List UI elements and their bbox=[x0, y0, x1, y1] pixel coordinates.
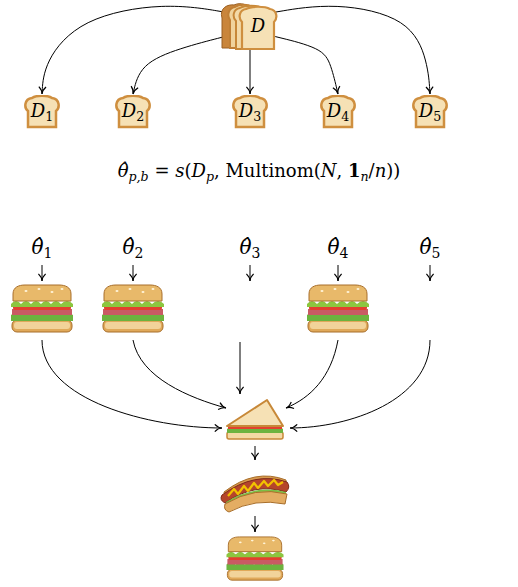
node-label: D3 bbox=[239, 100, 261, 124]
text-run: 4 bbox=[340, 245, 349, 261]
text-run: θ̂ bbox=[123, 235, 135, 259]
arrow bbox=[286, 340, 338, 408]
bread-slice: D5 bbox=[411, 95, 449, 129]
sandwich bbox=[226, 537, 283, 580]
sandwich bbox=[11, 285, 73, 332]
split-arrow bbox=[250, 50, 251, 94]
bread-slice: D4 bbox=[319, 95, 357, 129]
text-run: 5 bbox=[432, 245, 441, 261]
bread-slice: D3 bbox=[231, 95, 269, 129]
arrow bbox=[290, 340, 430, 428]
node-label: D bbox=[251, 15, 265, 37]
arrow bbox=[250, 265, 251, 281]
arrow bbox=[255, 446, 256, 460]
text-run: n bbox=[375, 160, 387, 181]
text-run: D bbox=[191, 160, 205, 181]
bread-slice: D2 bbox=[114, 95, 152, 129]
text-run: θ̂ bbox=[32, 235, 44, 259]
text-run: D bbox=[419, 100, 433, 121]
text-run: 1 bbox=[348, 160, 361, 181]
arrow bbox=[133, 265, 134, 281]
text-run: = bbox=[149, 160, 176, 181]
loaf-outline bbox=[220, 2, 280, 50]
text-run: D bbox=[327, 100, 341, 121]
text-run: 2 bbox=[135, 245, 144, 261]
text-run: p bbox=[206, 169, 214, 184]
text-run: 1 bbox=[45, 109, 53, 124]
sandwich bbox=[102, 285, 164, 332]
formula: θ̂p,b = s(Dp, Multinom(N, 1n/n)) bbox=[118, 160, 401, 184]
slice bbox=[321, 96, 354, 127]
text-run: )) bbox=[386, 160, 400, 181]
text-run: s bbox=[175, 160, 184, 181]
text-run: D bbox=[251, 15, 265, 36]
loaf bbox=[221, 4, 276, 49]
text-run: θ̂ bbox=[240, 235, 252, 259]
text-run: n bbox=[360, 169, 368, 184]
text-run: D bbox=[31, 100, 45, 121]
text-run: N bbox=[321, 160, 337, 181]
estimate-label: θ̂1 bbox=[32, 235, 53, 262]
arrow bbox=[240, 342, 241, 394]
node-label: D5 bbox=[419, 100, 441, 124]
split-arrow bbox=[133, 37, 225, 94]
sandwich bbox=[307, 285, 369, 332]
bread-slice: D1 bbox=[23, 95, 61, 129]
text-run: , bbox=[336, 160, 347, 181]
text-run: 4 bbox=[341, 109, 349, 124]
node-label: D4 bbox=[327, 100, 349, 124]
slice bbox=[116, 96, 149, 127]
split-arrow bbox=[42, 6, 227, 94]
text-run: , Multinom( bbox=[214, 160, 321, 181]
node-label: D1 bbox=[31, 100, 53, 124]
arrow bbox=[255, 516, 256, 532]
estimate-label: θ̂5 bbox=[420, 235, 441, 262]
arrow bbox=[42, 340, 222, 428]
text-run: ( bbox=[184, 160, 191, 181]
slice bbox=[25, 96, 58, 127]
arrow bbox=[338, 265, 339, 281]
hotdog bbox=[221, 476, 289, 512]
slice bbox=[413, 96, 446, 127]
text-run: D bbox=[122, 100, 136, 121]
estimate-label: θ̂3 bbox=[240, 235, 261, 262]
text-run: 3 bbox=[253, 109, 261, 124]
text-run: / bbox=[369, 160, 375, 181]
arrow bbox=[430, 265, 431, 281]
text-run: 5 bbox=[433, 109, 441, 124]
sandwich bbox=[399, 285, 435, 332]
text-run: 3 bbox=[252, 245, 261, 261]
sandwich bbox=[219, 285, 255, 332]
text-run: 2 bbox=[136, 109, 144, 124]
node-label: D2 bbox=[122, 100, 144, 124]
arrow bbox=[42, 265, 43, 281]
text-run: θ̂ bbox=[118, 160, 129, 181]
text-run: p,b bbox=[129, 169, 149, 184]
bread-loaf: D bbox=[220, 2, 280, 50]
text-run: θ̂ bbox=[328, 235, 340, 259]
estimate-label: θ̂2 bbox=[123, 235, 144, 262]
estimate-label: θ̂4 bbox=[328, 235, 349, 262]
slice bbox=[233, 96, 266, 127]
text-run: D bbox=[239, 100, 253, 121]
split-arrow bbox=[275, 37, 338, 94]
sandwich-wedge bbox=[227, 400, 283, 439]
text-run: θ̂ bbox=[420, 235, 432, 259]
split-arrow bbox=[273, 6, 430, 94]
text-run: 1 bbox=[44, 245, 53, 261]
arrow bbox=[42, 265, 430, 281]
arrow bbox=[133, 340, 226, 408]
